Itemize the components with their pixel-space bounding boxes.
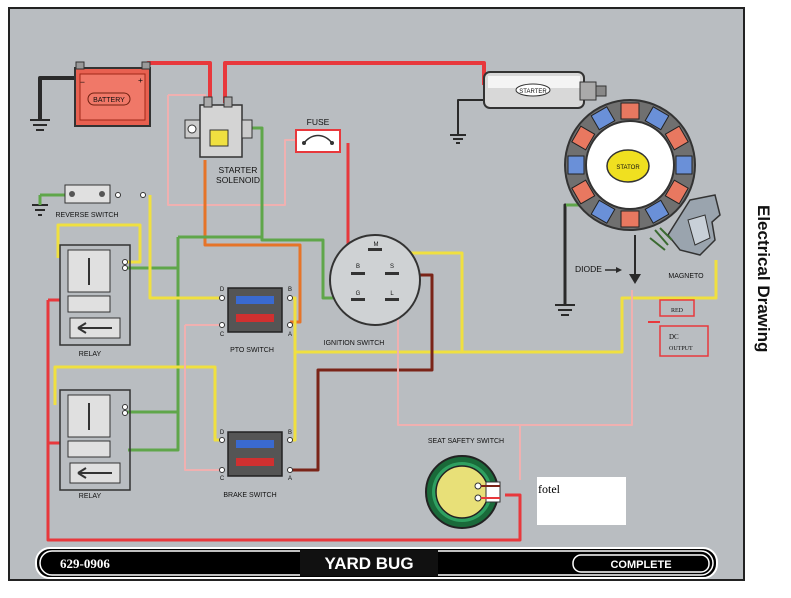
dc-label-line1: DC [669, 333, 679, 341]
fuse: FUSE [295, 117, 341, 153]
model-number: 629-0906 [60, 556, 110, 571]
stator-pole [664, 179, 689, 205]
solenoid-label-line1: STARTER [219, 165, 258, 175]
battery-label: BATTERY [93, 97, 125, 104]
starter-feed-wire [223, 61, 486, 103]
seat-switch-wire [46, 300, 522, 542]
pto-switch: D B C A PTO SWITCH [219, 287, 293, 354]
relay-green-wire [128, 237, 180, 452]
reverse-switch-label: REVERSE SWITCH [55, 212, 118, 219]
pto-terminal-a: A [288, 332, 292, 338]
battery-plus-label: + [138, 75, 143, 85]
fuse-feed-wire [167, 95, 295, 206]
diode-label: DIODE [575, 264, 602, 274]
note-text: fotel [538, 482, 561, 496]
red-tag-label: RED [671, 308, 684, 314]
ground-symbols [30, 119, 575, 316]
note-box: fotel [537, 477, 626, 525]
stator-pole [590, 199, 616, 224]
stator-pole [620, 210, 640, 228]
magneto: MAGNETO [649, 194, 721, 280]
side-title: Electrical Drawing [754, 205, 773, 352]
relay-yellow-wire [56, 223, 142, 264]
battery-ground-wire [38, 76, 75, 120]
stator-pole [675, 155, 693, 175]
complete-button-label[interactable]: COMPLETE [610, 559, 671, 571]
brake-terminal-c: C [220, 476, 225, 482]
pto-terminal-c: C [220, 332, 225, 338]
ignition-terminal-g: G [356, 291, 361, 297]
stator-pole [664, 125, 689, 151]
brake-switch-label: BRAKE SWITCH [223, 492, 276, 499]
dc-label-line2: OUTPUT [669, 346, 693, 352]
relay-1-label: RELAY [79, 351, 102, 358]
stator-pole [571, 179, 596, 205]
stator-pole [644, 106, 670, 131]
solenoid-label-line2: SOLENOID [216, 175, 260, 185]
battery: − + BATTERY [74, 61, 151, 127]
magneto-label: MAGNETO [668, 273, 704, 280]
brake-switch: D B C A BRAKE SWITCH [219, 430, 293, 499]
relay-2-label: RELAY [79, 493, 102, 500]
ignition-terminal-m: M [374, 242, 379, 248]
seat-safety-switch: SEAT SAFETY SWITCH [425, 438, 504, 529]
wires [38, 61, 718, 542]
ignition-ground-wire [250, 126, 352, 300]
stator-pole [590, 106, 616, 131]
relay-1: RELAY [59, 244, 131, 358]
dc-output: RED DC OUTPUT [659, 299, 709, 357]
title-bar: 629-0906 YARD BUG COMPLETE [35, 547, 718, 579]
pto-switch-label: PTO SWITCH [230, 347, 274, 354]
starter-solenoid: STARTER SOLENOID [184, 96, 260, 185]
fuse-label: FUSE [307, 117, 330, 127]
seat-switch-label: SEAT SAFETY SWITCH [428, 438, 504, 445]
brake-terminal-a: A [288, 476, 292, 482]
stator-label: STATOR [616, 165, 640, 171]
starter-label: STARTER [519, 89, 547, 95]
complete-button[interactable] [572, 554, 710, 573]
brake-terminal-b: B [288, 430, 292, 436]
pto-terminal-b: B [288, 287, 292, 293]
solenoid-to-pto-wire [203, 160, 302, 324]
starter-motor: STARTER [483, 71, 607, 109]
ignition-terminal-s: S [390, 264, 394, 270]
brake-terminal-d: D [220, 430, 225, 436]
ignition-switch-label: IGNITION SWITCH [324, 340, 385, 347]
model-name: YARD BUG [324, 554, 413, 573]
stator-pole [620, 102, 640, 120]
stator: STATOR [564, 99, 696, 231]
ignition-terminal-b: B [356, 264, 360, 270]
relay-2: RELAY [59, 389, 131, 500]
stator-pole [567, 155, 585, 175]
dc-output-wire [295, 260, 718, 354]
ignition-terminal-l: L [390, 291, 394, 297]
pto-terminal-d: D [220, 287, 225, 293]
stator-pole [644, 199, 670, 224]
ignition-to-brake-wire [290, 273, 434, 472]
battery-minus-label: − [80, 77, 85, 87]
stator-pole [571, 125, 596, 151]
reverse-switch: REVERSE SWITCH [55, 184, 146, 219]
ignition-switch: M B S G L IGNITION SWITCH [324, 234, 421, 347]
